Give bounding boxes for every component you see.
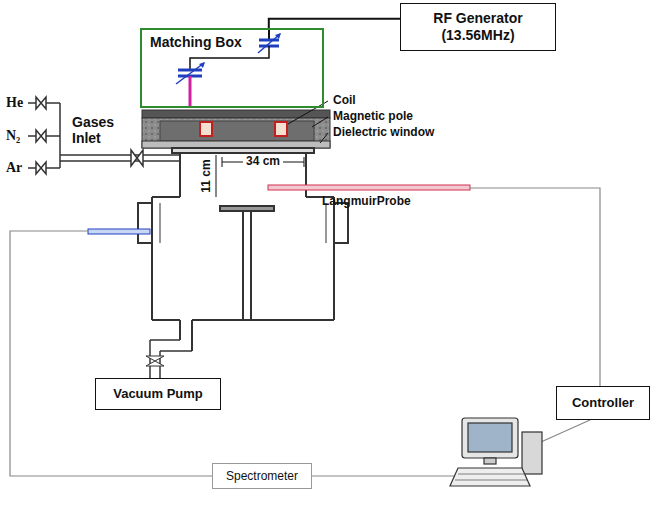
node-text: Controller [572,395,634,411]
pump-valve [146,356,164,366]
gas-lines [28,97,180,174]
node-text: Spectrometer [226,469,298,483]
part-label: Magnetic pole [333,110,413,124]
dimension-lines [216,155,304,197]
controller-box: Controller [556,386,650,420]
gas-label: Ar [6,160,22,176]
reactor-lid [142,101,330,148]
probe-wiring [10,185,600,476]
part-label: Coil [333,94,356,108]
vacuum-chamber [138,148,348,378]
gas-label: N₂ [6,128,20,144]
matching-box: Matching Box [140,28,324,108]
part-label: Dielectric window [333,126,434,140]
gas-label: He [6,95,23,111]
node-text: RF Generator (13.56MHz) [423,10,533,44]
computer-icon [450,418,542,486]
rf-cable [269,19,400,28]
node-text: Vacuum Pump [113,386,203,402]
spectrometer-box: Spectrometer [212,463,312,489]
dimension-label: 34 cm [243,155,283,169]
dimension-label: 11 cm [200,156,214,195]
vacuum-pump-box: Vacuum Pump [95,378,221,410]
inlet-label: Gases Inlet [72,114,132,146]
node-text: Matching Box [150,34,242,51]
rf-generator-box: RF Generator (13.56MHz) [400,3,556,51]
probe-label: LangmuirProbe [322,195,411,209]
